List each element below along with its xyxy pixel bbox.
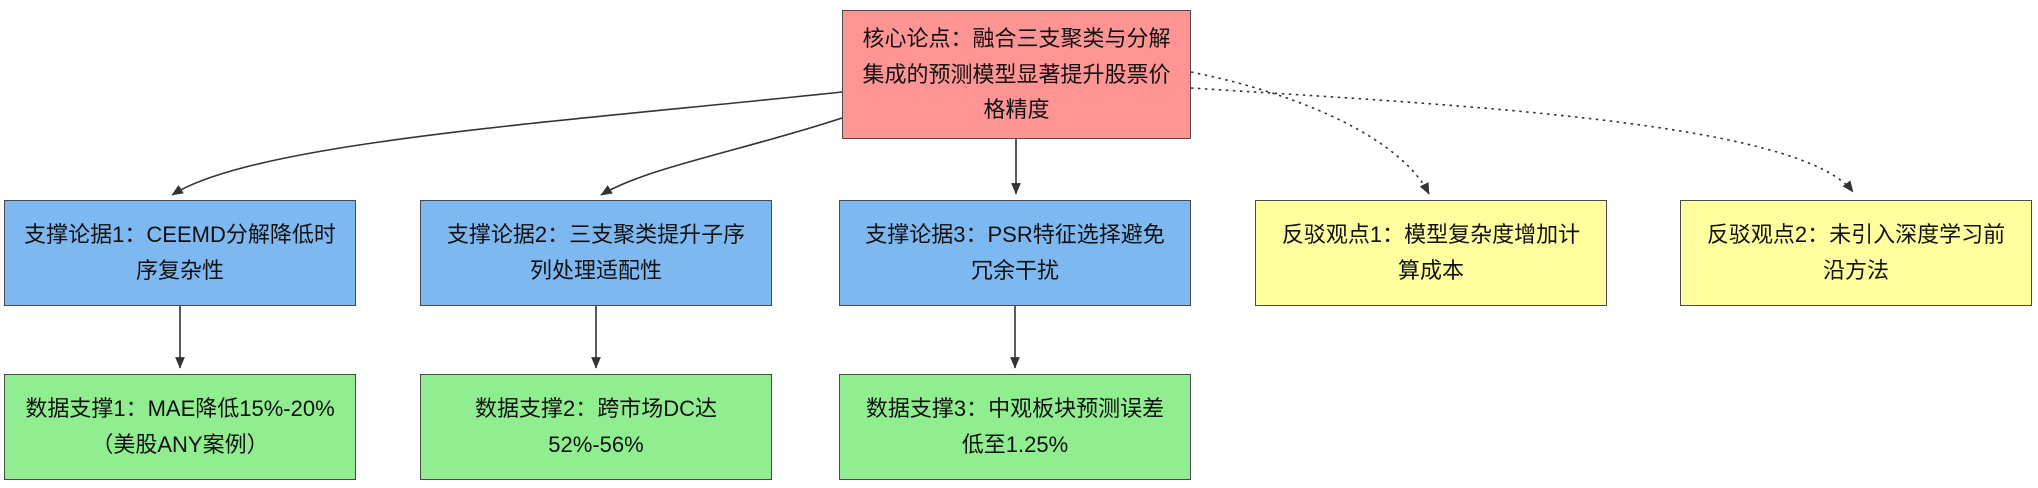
node-core-thesis: 核心论点：融合三支聚类与分解集成的预测模型显著提升股票价格精度	[842, 10, 1191, 139]
edge-core-to-support1	[171, 91, 843, 196]
node-support-1: 支撑论据1：CEEMD分解降低时序复杂性	[4, 200, 356, 306]
node-support-3: 支撑论据3：PSR特征选择避免冗余干扰	[839, 200, 1191, 306]
node-data-support-1: 数据支撑1：MAE降低15%-20%（美股ANY案例）	[4, 374, 356, 480]
node-support-2: 支撑论据2：三支聚类提升子序列处理适配性	[420, 200, 772, 306]
node-data-support-2: 数据支撑2：跨市场DC达52%-56%	[420, 374, 772, 480]
node-rebuttal-1: 反驳观点1：模型复杂度增加计算成本	[1255, 200, 1607, 306]
edge-core-to-support2	[600, 117, 843, 196]
edge-core-to-rebuttal2	[1190, 87, 1854, 193]
node-rebuttal-2: 反驳观点2：未引入深度学习前沿方法	[1680, 200, 2032, 306]
node-data-support-3: 数据支撑3：中观板块预测误差低至1.25%	[839, 374, 1191, 480]
edge-core-to-rebuttal1	[1190, 71, 1430, 195]
